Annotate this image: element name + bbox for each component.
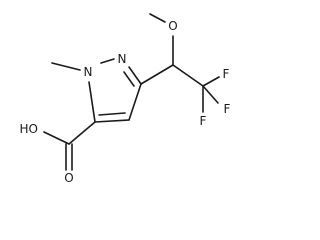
bond-n1-n2 (100, 58, 115, 64)
atom-o-methoxy-label: O (168, 19, 177, 33)
atom-n2-label: N (118, 52, 127, 66)
atom-f-right-label: F (224, 102, 231, 116)
bond-n2-c3 (128, 66, 142, 85)
atom-hydroxyl-label: HO (20, 122, 38, 136)
bond-c3-ch (140, 64, 174, 85)
chemical-structure: N N O F F F HO O (20, 13, 231, 185)
bond-cooh-oh (43, 131, 70, 145)
atom-o-carbonyl-label: O (64, 171, 73, 185)
bond-methyl-n1 (51, 62, 81, 71)
bond-c5-cooh (68, 121, 96, 145)
bond-c4-c5 (94, 119, 130, 123)
bond-c5-n1 (88, 81, 96, 123)
bond-ch-cf3 (172, 64, 204, 87)
atom-n1-label: N (84, 65, 93, 79)
atom-f-top-label: F (223, 67, 230, 81)
bond-o-methyl (149, 13, 166, 23)
bond-c3-c4 (128, 83, 142, 121)
bond-c4-c5-inner (98, 112, 126, 116)
atom-f-bottom-label: F (200, 114, 207, 128)
bond-n2-c3-inner (123, 71, 135, 87)
bond-cf3-f-right (202, 85, 219, 104)
bond-cf3-f-top (202, 76, 220, 87)
